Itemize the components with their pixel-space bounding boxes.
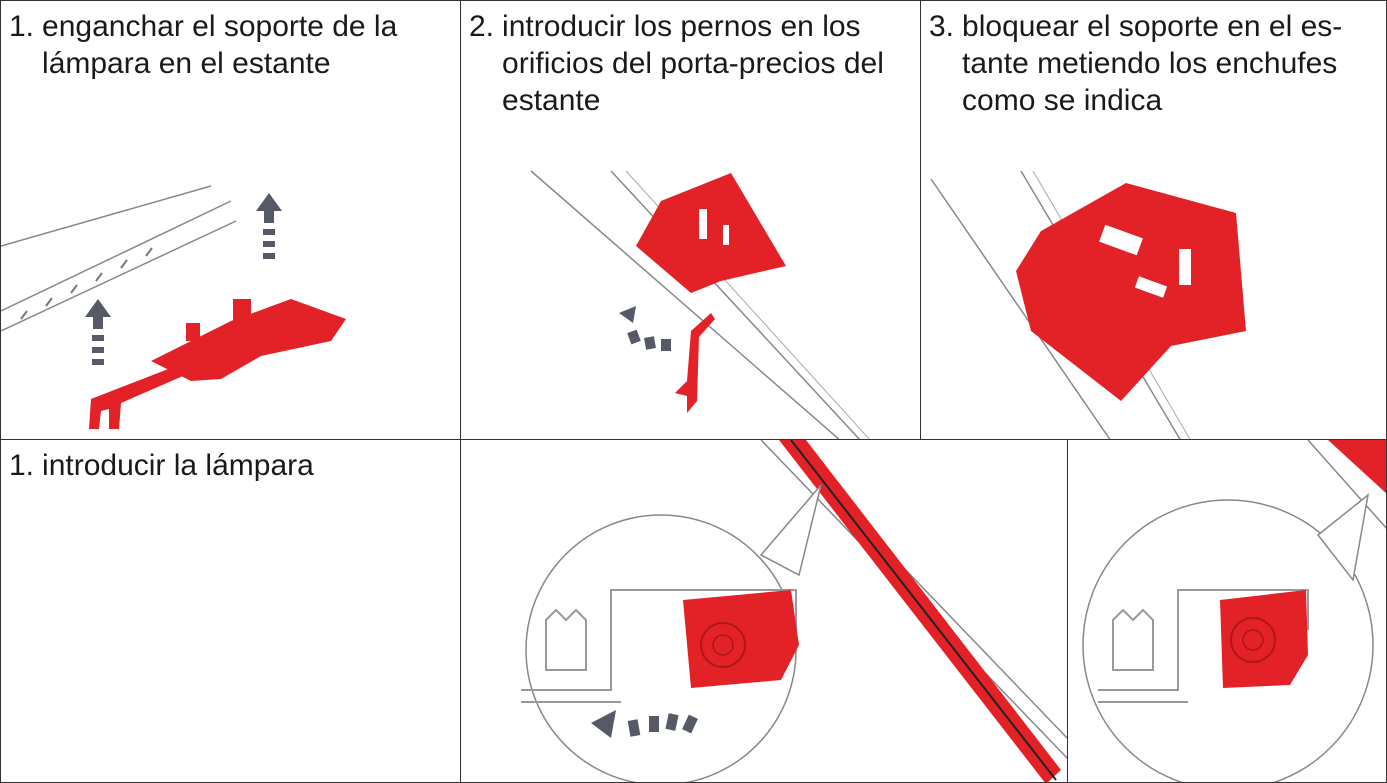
step-caption-2: 2. introducir los pernos en los orificio…: [469, 9, 912, 120]
step-text: bloquear el soporte en el es-tante metie…: [962, 10, 1343, 117]
step-text: introducir los pernos en los orificios d…: [502, 10, 884, 117]
upward-arrow-icon: [85, 299, 111, 365]
step-text: enganchar el soporte de la lámpara en el…: [42, 10, 398, 80]
step-panel-1: 1. enganchar el soporte de la lámpara en…: [0, 0, 461, 440]
step-text: introducir la lámpara: [42, 449, 314, 482]
curved-arrow-icon: [591, 710, 698, 738]
hook-bracket-illustration: [1, 185, 346, 429]
step-number: 2.: [469, 10, 495, 43]
step-caption-1: 1. enganchar el soporte de la lámpara en…: [9, 9, 452, 83]
curved-arrow-icon: [619, 306, 671, 351]
step-number: 1.: [9, 10, 35, 43]
lamp-insertion-detail-panel: [460, 439, 1068, 783]
locking-plugs-illustration: [930, 170, 1246, 439]
bolt-insertion-illustration: [530, 170, 870, 439]
step-panel-4: 1. introducir la lámpara: [0, 439, 461, 783]
step-panel-3: 3. bloquear el soporte en el es-tante me…: [920, 0, 1387, 440]
lamp-insertion-illustration: [521, 440, 1067, 782]
lamp-installed-detail-panel: [1067, 439, 1387, 783]
step-number: 3.: [929, 10, 955, 43]
step-caption-4: 1. introducir la lámpara: [9, 448, 452, 485]
step-panel-2: 2. introducir los pernos en los orificio…: [460, 0, 921, 440]
lamp-installed-illustration: [1082, 440, 1386, 782]
step-number: 1.: [9, 449, 35, 482]
upward-arrow-icon: [256, 193, 282, 259]
step-caption-3: 3. bloquear el soporte en el es-tante me…: [929, 9, 1378, 120]
